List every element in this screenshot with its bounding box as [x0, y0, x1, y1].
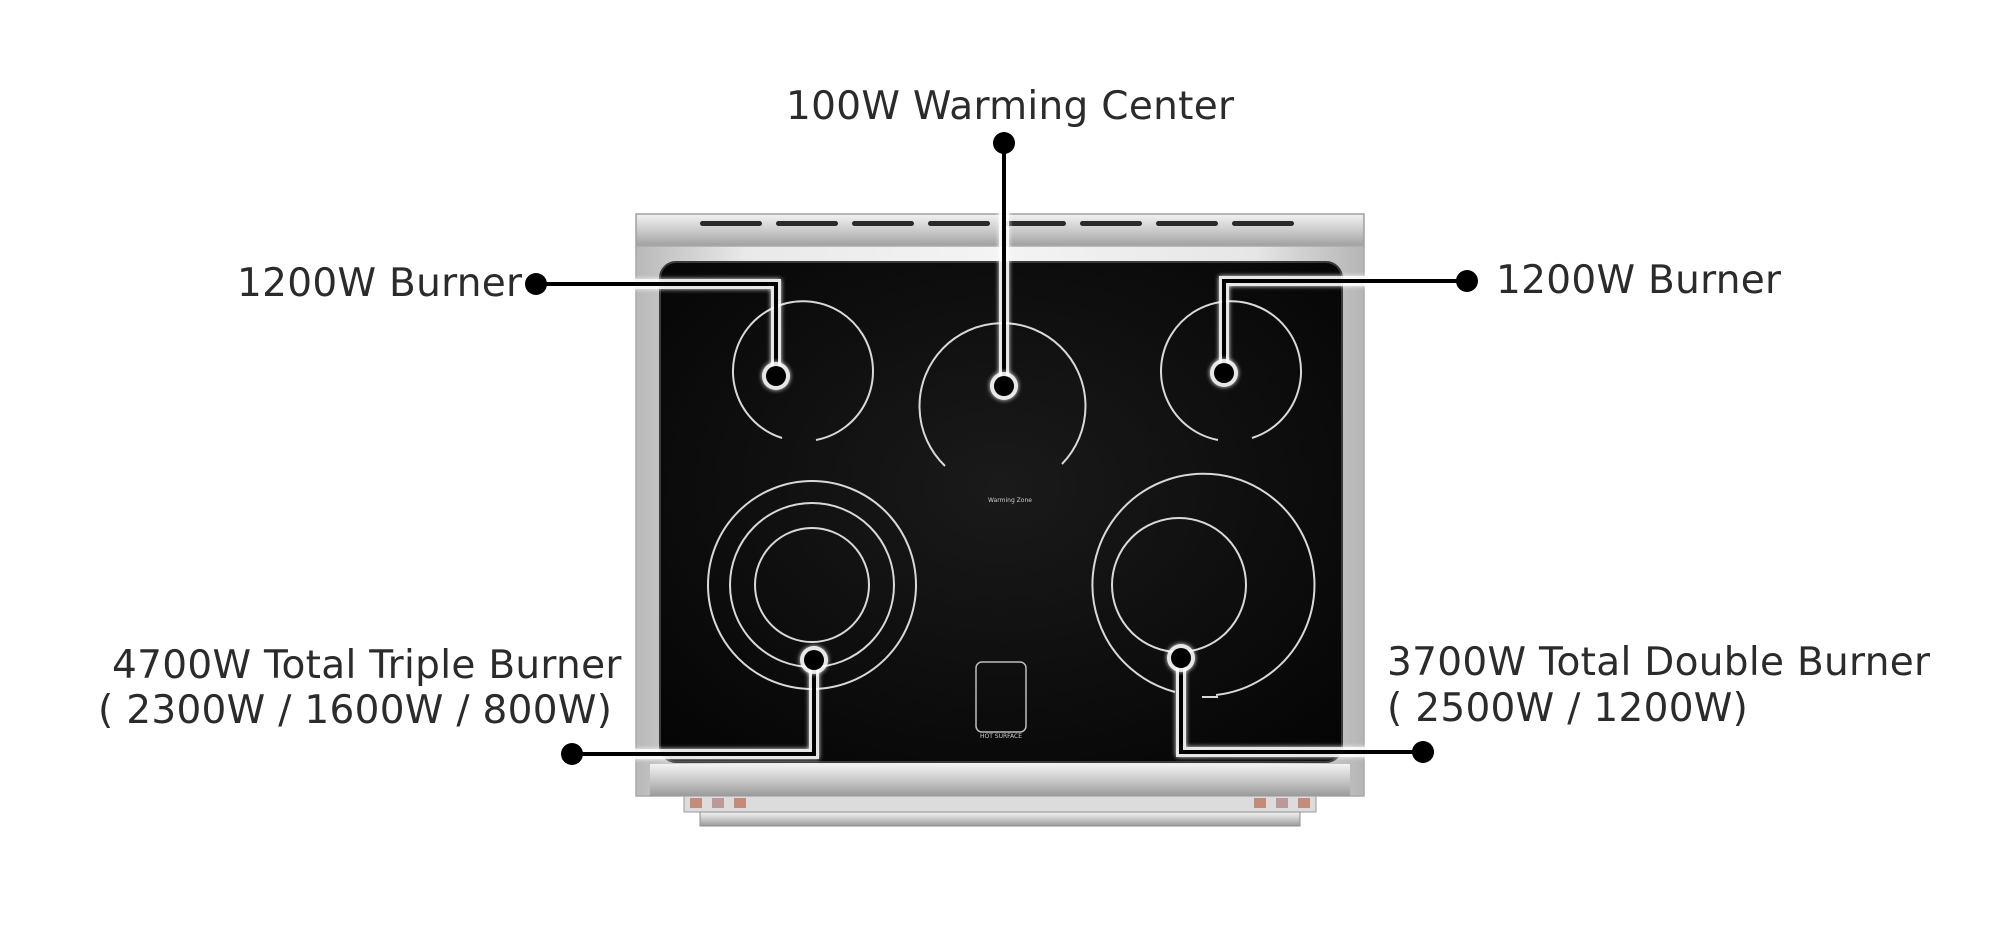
- dot-right-burner: [1214, 363, 1234, 383]
- front-lip: [650, 764, 1350, 796]
- dot-warming-center: [994, 376, 1014, 396]
- oven-handle: [699, 811, 1301, 827]
- leader-left-burner: [536, 282, 778, 376]
- vent-slots: [700, 221, 1294, 226]
- label-triple-burner-line1: 4700W Total Triple Burner: [112, 643, 622, 688]
- control-knobs: [683, 795, 1317, 813]
- dot-double-burner-end: [1412, 741, 1434, 763]
- dot-left-burner-end: [525, 273, 547, 295]
- dot-right-burner-end: [1456, 270, 1478, 292]
- label-right-burner: 1200W Burner: [1496, 258, 1782, 303]
- leader-lines: [536, 143, 1467, 759]
- hot-surface-indicator: [975, 661, 1027, 733]
- dot-left-burner: [766, 366, 786, 386]
- label-left-burner: 1200W Burner: [237, 261, 523, 306]
- hot-surface-print: HOT SURFACE: [980, 733, 1022, 740]
- left-rear-element: [731, 300, 874, 441]
- dot-triple-burner-end: [561, 743, 583, 765]
- warming-zone-print: Warming Zone: [988, 497, 1032, 504]
- label-double-burner-line1: 3700W Total Double Burner: [1387, 640, 1931, 685]
- dot-warming-center-end: [993, 132, 1015, 154]
- leader-triple-burner: [572, 660, 816, 756]
- label-double-burner-line2: ( 2500W / 1200W): [1387, 686, 1749, 731]
- dot-triple-burner: [804, 650, 824, 670]
- label-warming-center: 100W Warming Center: [786, 84, 1235, 129]
- label-triple-burner-line2: ( 2300W / 1600W / 800W): [98, 688, 613, 733]
- leader-right-burner: [1222, 279, 1467, 373]
- range-body: [635, 213, 1365, 827]
- cooking-elements: [707, 300, 1316, 733]
- leader-double-burner: [1179, 658, 1423, 754]
- callout-dots: [525, 132, 1478, 765]
- dot-double-burner: [1171, 648, 1191, 668]
